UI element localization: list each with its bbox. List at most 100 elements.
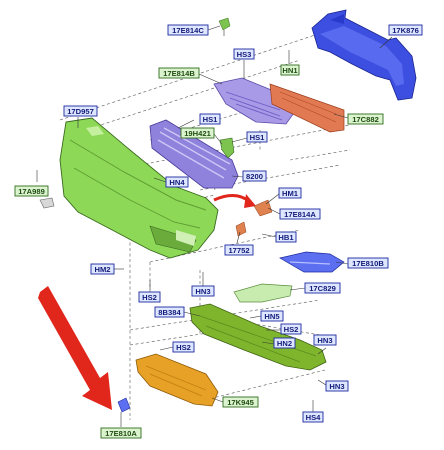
red-arrow-icon bbox=[38, 286, 112, 410]
part-label: 17E814C bbox=[167, 24, 209, 36]
part-label-box bbox=[138, 291, 161, 303]
part-label: 17752 bbox=[224, 244, 254, 256]
part-label: 17E814A bbox=[279, 208, 321, 220]
clip-17e810a-part bbox=[117, 397, 131, 413]
part-label: 19H421 bbox=[180, 127, 215, 139]
part-label-box bbox=[154, 306, 185, 318]
part-label-box bbox=[90, 263, 115, 275]
part-label-text: HS1 bbox=[203, 115, 219, 124]
part-label-box bbox=[246, 131, 268, 143]
part-label: 17K876 bbox=[388, 24, 423, 36]
part-label: 8B384 bbox=[154, 306, 185, 318]
part-label-text: 17A989 bbox=[18, 187, 45, 196]
part-label-text: 17E814C bbox=[172, 26, 204, 35]
part-label: 17K945 bbox=[222, 396, 259, 408]
part-label: HM2 bbox=[90, 263, 115, 275]
part-label-box bbox=[302, 411, 324, 423]
part-label-box bbox=[280, 64, 300, 76]
part-label-box bbox=[347, 113, 384, 125]
part-label: HS1 bbox=[246, 131, 268, 143]
part-label-text: 17E814A bbox=[284, 210, 316, 219]
part-label-box bbox=[14, 185, 49, 197]
trim-17c829-part bbox=[233, 283, 293, 303]
clip-17e814c-part bbox=[218, 17, 231, 36]
part-label-box bbox=[158, 67, 200, 79]
part-label-box bbox=[222, 396, 259, 408]
skid-plate-part bbox=[135, 353, 219, 407]
part-label-box bbox=[279, 208, 321, 220]
part-label-text: 17E810A bbox=[105, 429, 137, 438]
part-label: 17E810B bbox=[347, 257, 389, 269]
part-label: 17E810A bbox=[100, 427, 142, 439]
part-label-text: 8B384 bbox=[158, 308, 181, 317]
part-label: HN2 bbox=[273, 337, 296, 349]
part-label-box bbox=[224, 244, 254, 256]
part-label-text: 17752 bbox=[228, 246, 249, 255]
part-label: HN3 bbox=[313, 334, 337, 346]
part-label-box bbox=[278, 187, 302, 199]
side-bracket-17e810b-part bbox=[279, 251, 345, 273]
part-label: HS2 bbox=[280, 323, 302, 335]
part-label: HS2 bbox=[172, 341, 195, 353]
part-label-text: HN2 bbox=[277, 339, 292, 348]
part-label: 8200 bbox=[242, 170, 267, 182]
bumper-mount-arrow bbox=[213, 194, 256, 208]
lower-absorber-part bbox=[189, 303, 327, 371]
part-label-box bbox=[280, 323, 302, 335]
part-label-box bbox=[191, 285, 215, 297]
part-label-text: HN3 bbox=[329, 382, 344, 391]
part-label-box bbox=[100, 427, 142, 439]
bracket-19h421-part bbox=[219, 137, 235, 159]
part-label: HS2 bbox=[138, 291, 161, 303]
part-label-text: HS2 bbox=[142, 293, 157, 302]
part-label-box bbox=[304, 282, 341, 294]
part-label-text: HS2 bbox=[284, 325, 299, 334]
upper-grille-part bbox=[213, 77, 297, 125]
part-label: HS3 bbox=[233, 48, 255, 60]
part-label-text: HM1 bbox=[282, 189, 299, 198]
part-label-box bbox=[167, 24, 209, 36]
part-label-box bbox=[242, 170, 267, 182]
upper-absorber-part bbox=[269, 83, 345, 133]
part-label-text: HS2 bbox=[176, 343, 191, 352]
part-label-box bbox=[233, 48, 255, 60]
part-label-text: 17C829 bbox=[309, 284, 336, 293]
part-label-text: 19H421 bbox=[184, 129, 211, 138]
part-label-box bbox=[325, 380, 349, 392]
part-label-box bbox=[260, 310, 284, 322]
part-label: HM1 bbox=[278, 187, 302, 199]
bumper-cover-part bbox=[39, 117, 219, 259]
part-label-text: HN4 bbox=[169, 178, 185, 187]
part-label: 17D957 bbox=[63, 105, 98, 117]
part-label-box bbox=[172, 341, 195, 353]
leader-lines bbox=[36, 25, 393, 427]
part-label-text: HS4 bbox=[306, 413, 322, 422]
part-label: HB1 bbox=[275, 231, 297, 243]
part-label-text: 17E810B bbox=[352, 259, 384, 268]
part-label: HN3 bbox=[325, 380, 349, 392]
part-label-text: 17D957 bbox=[67, 107, 94, 116]
part-label: 17E814B bbox=[158, 67, 200, 79]
part-label-text: HM2 bbox=[94, 265, 110, 274]
part-label-text: HS3 bbox=[237, 50, 252, 59]
part-label-box bbox=[165, 176, 189, 188]
part-label: 17A989 bbox=[14, 185, 49, 197]
part-label: 17C882 bbox=[347, 113, 384, 125]
part-label-text: 17C882 bbox=[352, 115, 379, 124]
part-label-text: HN5 bbox=[264, 312, 280, 321]
part-label-text: 17E814B bbox=[163, 69, 195, 78]
part-label-text: HB1 bbox=[278, 233, 294, 242]
part-label-box bbox=[63, 105, 98, 117]
part-label-text: 17K876 bbox=[392, 26, 419, 35]
lower-grille-part bbox=[149, 119, 239, 189]
reinforcement-beam-part bbox=[311, 9, 417, 101]
part-label-text: HS1 bbox=[250, 133, 266, 142]
part-label-text: 8200 bbox=[246, 172, 263, 181]
part-label-box bbox=[313, 334, 337, 346]
part-label-box bbox=[199, 113, 221, 125]
part-label-box bbox=[273, 337, 296, 349]
part-label: HN3 bbox=[191, 285, 215, 297]
bracket-17e814a-part bbox=[235, 199, 273, 237]
